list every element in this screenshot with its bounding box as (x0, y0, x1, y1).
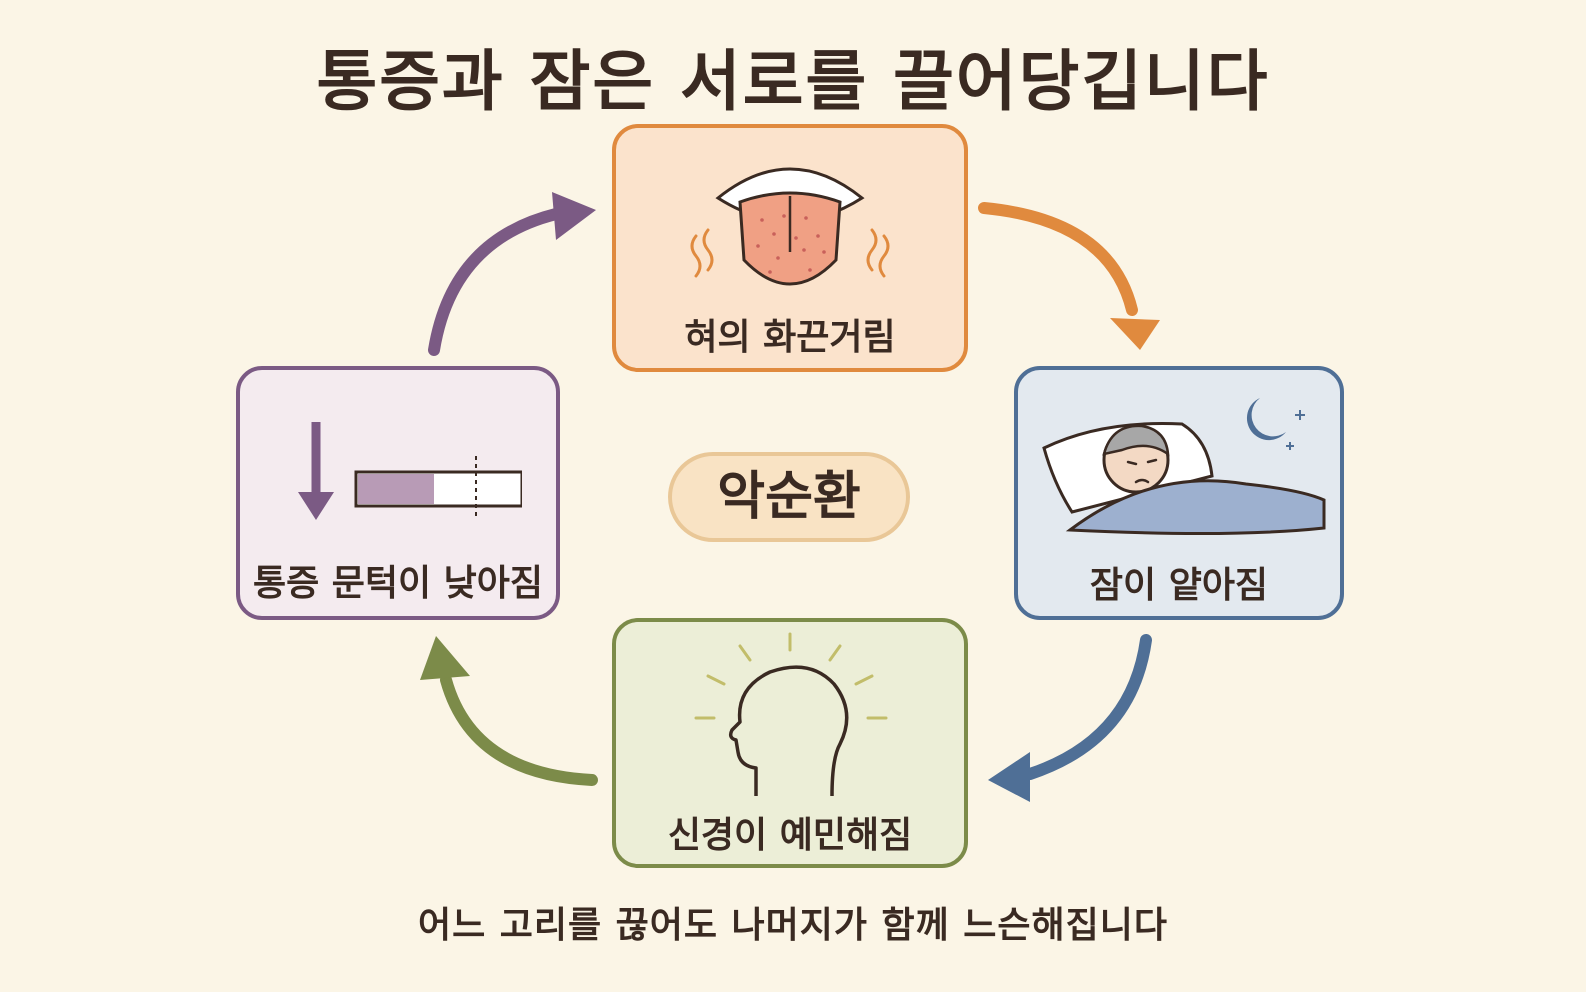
arrowhead-sleep-to-nerve (988, 752, 1030, 802)
sleeping-person-icon (1042, 398, 1326, 536)
arrow-pain-to-tongue (428, 208, 562, 356)
node-shallow-sleep: 잠이 얕아짐 (1014, 366, 1344, 620)
node-label: 잠이 얕아짐 (1089, 565, 1269, 606)
page-title: 통증과 잠은 서로를 끌어당깁니다 (316, 43, 1270, 120)
burning-tongue-icon (690, 167, 890, 286)
arrow-nerve-to-pain (440, 674, 598, 786)
node-lowered-pain-threshold: 통증 문턱이 낮아짐 (236, 366, 560, 620)
sensitive-head-icon (694, 632, 888, 797)
arrowhead-pain-to-tongue (552, 192, 596, 240)
node-label: 신경이 예민해짐 (667, 815, 913, 856)
arrowhead-tongue-to-sleep (1110, 318, 1160, 350)
arrowhead-nerve-to-pain (420, 636, 470, 680)
node-sensitive-nerves: 신경이 예민해짐 (612, 618, 968, 868)
vicious-cycle-badge: 악순환 (668, 452, 910, 542)
node-label: 혀의 화끈거림 (684, 317, 896, 358)
arrow-tongue-to-sleep (978, 202, 1138, 316)
footer-caption: 어느 고리를 끊어도 나머지가 함께 느슨해집니다 (417, 905, 1169, 946)
lowered-threshold-icon (298, 422, 522, 520)
arrow-sleep-to-nerve (1024, 634, 1152, 780)
node-label: 통증 문턱이 낮아짐 (252, 563, 544, 604)
node-burning-tongue: 혀의 화끈거림 (612, 124, 968, 372)
